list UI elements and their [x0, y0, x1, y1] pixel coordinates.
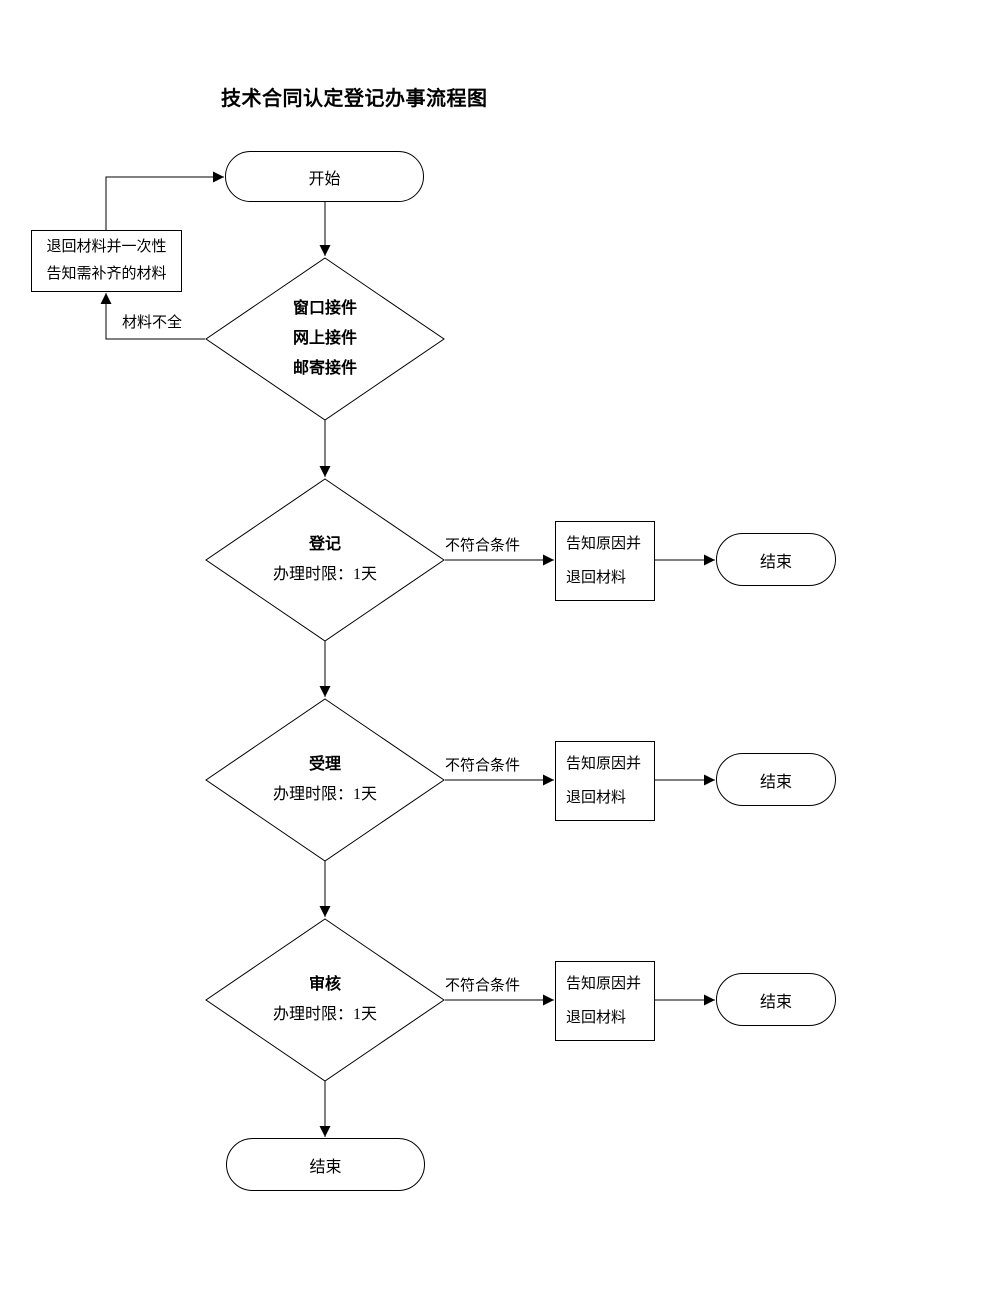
end-node-label: 结束 [759, 773, 792, 791]
start-node: 开始 [225, 151, 424, 202]
final-end-label: 结束 [309, 1158, 342, 1176]
end-node-label: 结束 [759, 553, 792, 571]
accept-diamond: 受理 办理时限：1天 [205, 698, 445, 862]
intake-line: 窗口接件 [292, 300, 357, 317]
notify-line: 退回材料 [566, 790, 627, 806]
review-diamond: 审核 办理时限：1天 [205, 918, 445, 1082]
intake-line: 网上接件 [292, 330, 357, 347]
return-materials-line: 告知需补齐的材料 [46, 266, 167, 282]
edge-label-fail-condition: 不符合条件 [445, 978, 521, 994]
stage-name: 登记 [308, 536, 341, 553]
notify-line: 退回材料 [566, 1010, 627, 1026]
end-node-label: 结束 [759, 993, 792, 1011]
flowchart-title: 技术合同认定登记办事流程图 [221, 88, 488, 110]
stage-time-limit: 办理时限：1天 [272, 1006, 377, 1023]
notify-line: 告知原因并 [566, 536, 642, 552]
notify-line: 退回材料 [566, 570, 627, 586]
notify-return-box-3: 告知原因并 退回材料 [555, 961, 655, 1041]
notify-line: 告知原因并 [566, 976, 642, 992]
intake-diamond: 窗口接件 网上接件 邮寄接件 [205, 257, 445, 421]
intake-line: 邮寄接件 [292, 360, 357, 377]
start-node-label: 开始 [308, 170, 341, 188]
end-node-fail-1: 结束 [716, 533, 836, 586]
notify-return-box-1: 告知原因并 退回材料 [555, 521, 655, 601]
stage-time-limit: 办理时限：1天 [272, 786, 377, 803]
register-diamond: 登记 办理时限：1天 [205, 478, 445, 642]
diamond-outline [205, 478, 445, 642]
edge-returnbox-to-start [105, 171, 224, 231]
notify-line: 告知原因并 [566, 756, 642, 772]
return-materials-line: 退回材料并一次性 [46, 239, 167, 255]
edge-label-fail-condition: 不符合条件 [445, 758, 521, 774]
edge-label-fail-condition: 不符合条件 [445, 538, 521, 554]
stage-name: 受理 [308, 756, 341, 773]
edge-label-materials-incomplete: 材料不全 [122, 315, 183, 331]
diamond-outline [205, 918, 445, 1082]
diamond-outline [205, 698, 445, 862]
notify-return-box-2: 告知原因并 退回材料 [555, 741, 655, 821]
return-materials-box: 退回材料并一次性 告知需补齐的材料 [31, 230, 182, 292]
end-node-fail-3: 结束 [716, 973, 836, 1026]
stage-time-limit: 办理时限：1天 [272, 566, 377, 583]
final-end-node: 结束 [226, 1138, 425, 1191]
diamond-outline [205, 257, 445, 421]
end-node-fail-2: 结束 [716, 753, 836, 806]
stage-name: 审核 [308, 976, 341, 993]
